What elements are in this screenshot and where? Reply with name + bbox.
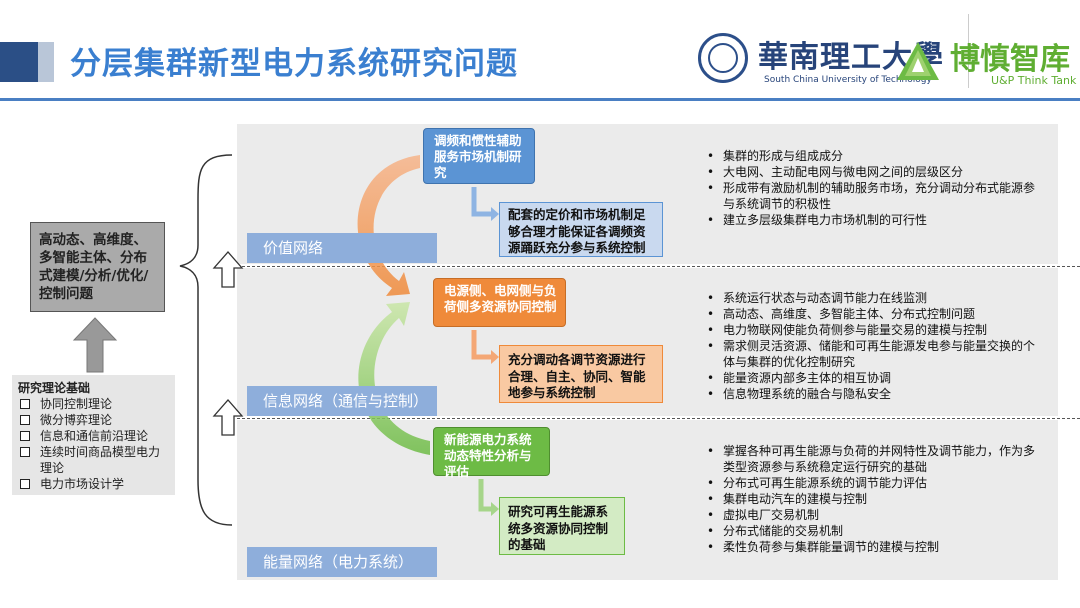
- theory-item: 电力市场设计学: [18, 476, 171, 492]
- topic-frequency-market: 调频和惯性辅助服务市场机制研究: [423, 128, 535, 184]
- list-item: 掌握各种可再生能源与负荷的并网特性及调节能力，作为多类型资源参与系统稳定运行研究…: [706, 443, 1046, 475]
- theory-item: 协同控制理论: [18, 396, 171, 412]
- band-divider: [237, 266, 1080, 267]
- header-divider: [968, 14, 969, 88]
- list-item: 集群电动汽车的建模与控制: [706, 491, 1046, 507]
- list-item: 建立多层级集群电力市场机制的可行性: [706, 212, 1041, 228]
- checkbox-icon: [20, 447, 30, 457]
- subtopic-renewable-basis: 研究可再生能源系统多资源协同控制的基础: [499, 497, 625, 555]
- page-title: 分层集群新型电力系统研究问题: [70, 46, 518, 82]
- subtopic-pricing-mechanism: 配套的定价和市场机制足够合理才能保证各调频资源踊跃充分参与系统控制: [499, 202, 663, 257]
- theory-item: 信息和通信前沿理论: [18, 428, 171, 444]
- list-item: 高动态、高维度、多智能主体、分布式控制问题: [706, 306, 1041, 322]
- checkbox-icon: [20, 399, 30, 409]
- list-item: 集群的形成与组成成分: [706, 148, 1041, 164]
- checkbox-icon: [20, 431, 30, 441]
- value-network-label: 价值网络: [247, 233, 437, 263]
- university-name-en: South China University of Technology: [764, 75, 932, 85]
- title-accent-bar: [0, 42, 38, 82]
- header-rule: [0, 98, 1080, 101]
- green-curve-arrow: [358, 302, 430, 455]
- think-tank-name-cn: 博慎智库: [950, 42, 1070, 77]
- list-item: 电力物联网使能负荷侧参与能量交易的建模与控制: [706, 322, 1041, 338]
- list-item: 分布式储能的交易机制: [706, 523, 1046, 539]
- elbow-arrow-orange-head: [491, 350, 499, 364]
- elbow-arrow-blue: [471, 187, 493, 217]
- elbow-arrow-orange: [471, 330, 493, 360]
- energy-network-bullets: 掌握各种可再生能源与负荷的并网特性及调节能力，作为多类型资源参与系统稳定运行研究…: [706, 443, 1046, 555]
- list-item: 需求侧灵活资源、储能和可再生能源发电参与能量交换的个体与集群的优化控制研究: [706, 338, 1041, 370]
- theory-item: 连续时间商品模型电力理论: [18, 444, 171, 476]
- info-network-bullets: 系统运行状态与动态调节能力在线监测 高动态、高维度、多智能主体、分布式控制问题 …: [706, 290, 1041, 402]
- core-problem-box: 高动态、高维度、多智能主体、分布式建模/分析/优化/控制问题: [30, 222, 165, 312]
- info-network-label: 信息网络（通信与控制）: [247, 386, 437, 416]
- checkbox-icon: [20, 479, 30, 489]
- list-item: 能量资源内部多主体的相互协调: [706, 370, 1041, 386]
- list-item: 柔性负荷参与集群能量调节的建模与控制: [706, 539, 1046, 555]
- checkbox-icon: [20, 415, 30, 425]
- up-arrow-icon: [212, 251, 244, 288]
- grey-up-arrow-icon: [72, 317, 118, 373]
- topic-multi-resource-control: 电源侧、电网侧与负荷侧多资源协同控制: [433, 278, 566, 327]
- list-item: 信息物理系统的融合与隐私安全: [706, 386, 1041, 402]
- list-item: 虚拟电厂交易机制: [706, 507, 1046, 523]
- university-seal-icon: [698, 33, 748, 83]
- value-network-bullets: 集群的形成与组成成分 大电网、主动配电网与微电网之间的层级区分 形成带有激励机制…: [706, 148, 1041, 228]
- list-item: 分布式可再生能源系统的调节能力评估: [706, 475, 1046, 491]
- band-divider: [237, 418, 1080, 419]
- title-accent-bar-light: [38, 42, 54, 82]
- energy-network-label: 能量网络（电力系统）: [247, 547, 437, 577]
- theory-title: 研究理论基础: [18, 381, 91, 395]
- think-tank-logo-icon: [897, 42, 939, 80]
- elbow-arrow-blue-head: [491, 207, 499, 221]
- think-tank-name-en: U&P Think Tank: [991, 74, 1077, 87]
- topic-renewable-dynamics: 新能源电力系统动态特性分析与评估: [433, 427, 550, 479]
- elbow-arrow-green: [478, 479, 493, 512]
- list-item: 形成带有激励机制的辅助服务市场，充分调动分布式能源参与系统调节的积极性: [706, 180, 1041, 212]
- orange-curve-arrow: [357, 155, 420, 296]
- elbow-arrow-green-head: [491, 502, 499, 516]
- subtopic-resource-mobilization: 充分调动各调节资源进行合理、自主、协同、智能地参与系统控制: [499, 345, 663, 403]
- theory-foundation-box: 研究理论基础 协同控制理论 微分博弈理论 信息和通信前沿理论 连续时间商品模型电…: [12, 375, 175, 495]
- theory-item: 微分博弈理论: [18, 412, 171, 428]
- list-item: 系统运行状态与动态调节能力在线监测: [706, 290, 1041, 306]
- brace-bracket: [179, 154, 233, 526]
- list-item: 大电网、主动配电网与微电网之间的层级区分: [706, 164, 1041, 180]
- up-arrow-icon: [212, 399, 244, 436]
